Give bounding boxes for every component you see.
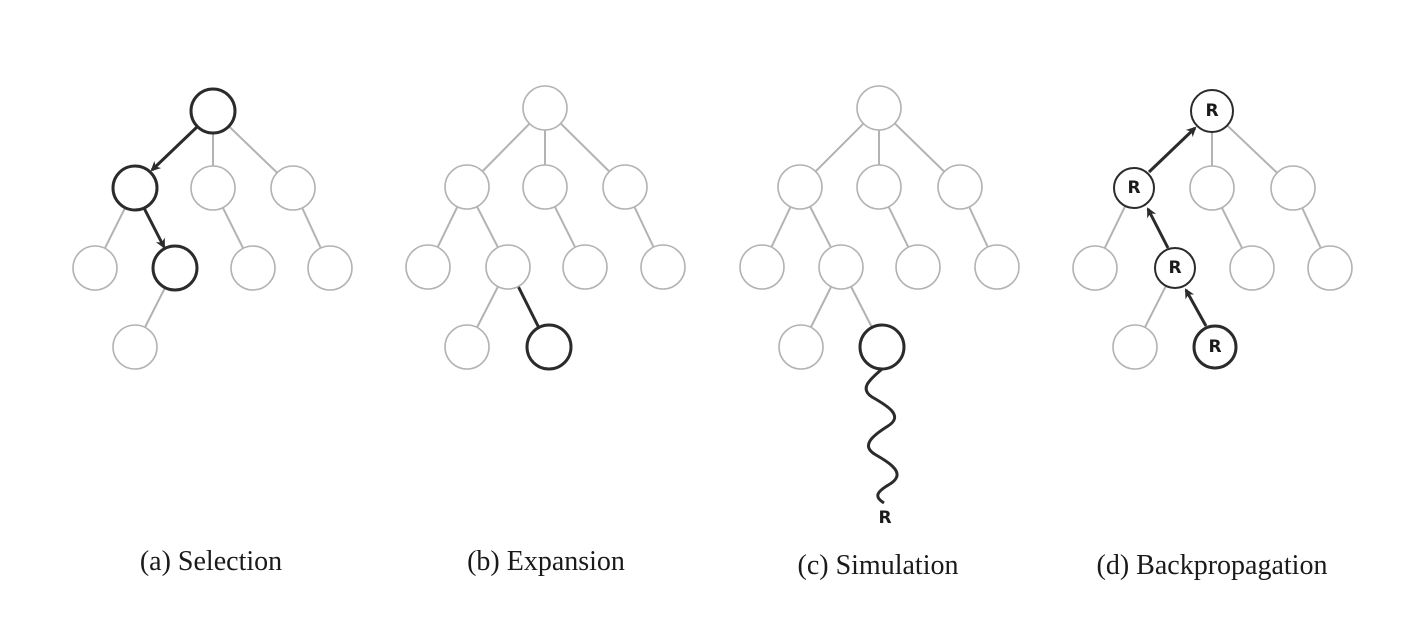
tree-node	[307, 245, 353, 291]
tree-node	[562, 244, 608, 290]
panel-selection: (a) Selection	[72, 87, 353, 577]
tree-node-selected	[111, 164, 159, 212]
tree-node	[777, 164, 823, 210]
tree-node	[405, 244, 451, 290]
tree-node	[485, 244, 531, 290]
tree-node	[974, 244, 1020, 290]
tree-node	[937, 164, 983, 210]
tree-node-selected	[151, 244, 199, 292]
expanded-node	[525, 323, 573, 371]
panel-expansion: (b) Expansion	[405, 85, 686, 577]
backprop-arrow	[1146, 207, 1170, 249]
tree-node	[1072, 245, 1118, 291]
tree-node	[602, 164, 648, 210]
backprop-arrow	[1147, 126, 1197, 174]
caption-expansion: (b) Expansion	[467, 546, 625, 577]
panel-simulation: R (c) Simulation	[739, 85, 1020, 581]
node-label: R	[1205, 101, 1218, 121]
caption-backpropagation: (d) Backpropagation	[1097, 550, 1328, 581]
tree-node	[1229, 245, 1275, 291]
tree-node	[739, 244, 785, 290]
tree-node	[522, 164, 568, 210]
backprop-node: R	[1113, 167, 1155, 209]
backprop-root-node: R	[1190, 89, 1234, 133]
tree-node	[818, 244, 864, 290]
node-label: R	[1168, 258, 1181, 278]
tree-node	[1307, 245, 1353, 291]
tree-node	[270, 165, 316, 211]
node-label: R	[1208, 337, 1221, 357]
tree-node	[444, 324, 490, 370]
tree-node	[1270, 165, 1316, 211]
root-node	[522, 85, 568, 131]
tree-node	[230, 245, 276, 291]
tree-node	[1112, 324, 1158, 370]
caption-selection: (a) Selection	[140, 546, 282, 577]
selection-arrow	[142, 207, 166, 249]
expansion-edge	[516, 285, 542, 331]
tree-node	[778, 324, 824, 370]
backprop-node: R	[1154, 247, 1196, 289]
tree-node	[112, 324, 158, 370]
caption-simulation: (c) Simulation	[798, 550, 959, 581]
tree-node	[856, 164, 902, 210]
tree-node	[444, 164, 490, 210]
panel-backpropagation: R R R R (d) Backpropagation	[1072, 89, 1353, 581]
tree-node	[640, 244, 686, 290]
selection-arrow	[150, 124, 200, 172]
simulation-rollout-path	[864, 367, 899, 505]
backprop-arrow	[1184, 288, 1208, 327]
simulation-result: R	[878, 508, 891, 528]
node-label: R	[1127, 178, 1140, 198]
tree-node	[1189, 165, 1235, 211]
simulated-node	[858, 323, 906, 371]
root-node-selected	[189, 87, 237, 135]
backprop-leaf-node: R	[1192, 324, 1238, 370]
tree-node	[895, 244, 941, 290]
tree-node	[72, 245, 118, 291]
tree-node	[190, 165, 236, 211]
root-node	[856, 85, 902, 131]
